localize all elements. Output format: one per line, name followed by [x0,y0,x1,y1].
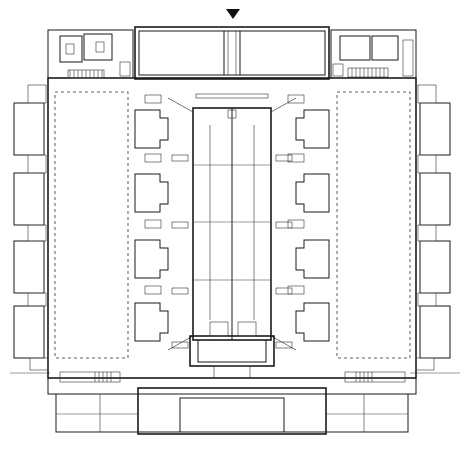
east-lab-hall [336,91,411,359]
inner-east-stairs [275,94,305,349]
northeast-service-block [330,29,417,79]
inner-east-study-pods [295,109,330,342]
inner-west-study-pods [134,109,169,342]
central-courtyard [192,93,272,341]
northwest-service-block [47,29,134,79]
east-study-towers [415,84,451,371]
north-entry-block [134,26,330,80]
diagonal-connectors [167,97,297,351]
inner-west-stairs [144,94,189,349]
south-terrace [189,321,275,379]
entry-arrow-icon [226,9,240,19]
south-service-strip [47,371,417,395]
south-podium [55,387,409,435]
west-study-towers [13,84,49,371]
west-lab-hall [54,91,129,359]
